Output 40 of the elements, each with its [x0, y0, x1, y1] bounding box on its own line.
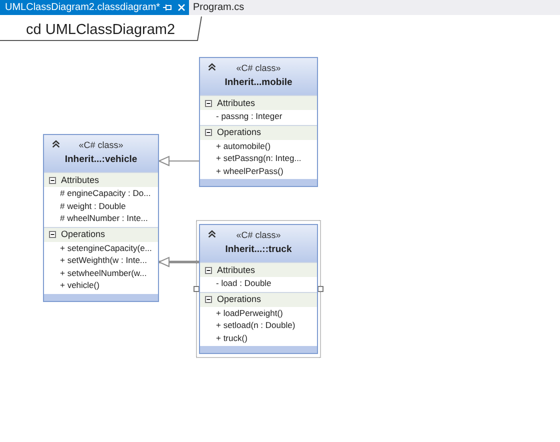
class-name: Inherit...mobile — [224, 77, 292, 89]
operation-text: + wheelPerPass() — [216, 166, 284, 177]
operation-text: + vehicle() — [60, 280, 100, 292]
operations-compartment — [200, 292, 317, 346]
attribute-text: - load : Double — [216, 278, 272, 290]
stereotype-text: «C# class» — [236, 63, 281, 74]
class-box — [199, 57, 318, 187]
inheritance-arrow — [158, 156, 200, 166]
operations-compartment — [200, 124, 317, 179]
operation-text: + setWeighth(w : Inte... — [60, 255, 148, 266]
inheritance-arrow — [158, 257, 199, 267]
operation-text: + setPassng(n: Integ... — [216, 153, 302, 164]
stereotype-text: «C# class» — [236, 230, 281, 241]
active-tab: UMLClassDiagram2.classdiagram* — [0, 0, 189, 15]
diagram-title: cd UMLClassDiagram2 — [26, 22, 176, 39]
class-name: Inherit...:vehicle — [64, 154, 138, 166]
attribute-text: # engineCapacity : Do... — [60, 188, 151, 200]
compartment-title: Attributes — [217, 264, 256, 276]
operation-text: + setwheelNumber(w... — [60, 268, 147, 279]
operation-text: + loadPerweight() — [216, 308, 283, 319]
compartment-title: Operations — [217, 294, 262, 305]
attribute-text: # wheelNumber : Inte... — [60, 213, 148, 224]
class-box — [43, 134, 159, 302]
attribute-text: # weight : Double — [60, 200, 126, 212]
compartment-title: Attributes — [61, 174, 100, 186]
operation-text: + truck() — [216, 332, 248, 344]
operation-text: + setengineCapacity(e... — [60, 242, 152, 254]
compartment-title: Attributes — [217, 98, 256, 108]
operations-compartment — [44, 226, 158, 294]
compartment-title: Operations — [217, 127, 262, 138]
compartment-title: Operations — [61, 229, 106, 240]
attributes-compartment — [200, 262, 317, 292]
attributes-compartment — [200, 95, 317, 124]
tab-title: Program.cs — [193, 1, 244, 15]
attributes-compartment — [44, 172, 158, 226]
operation-text: + automobile() — [216, 140, 271, 152]
attribute-text: - passng : Integer — [216, 111, 282, 122]
operation-text: + setload(n : Double) — [216, 320, 296, 332]
stereotype-text: «C# class» — [78, 140, 124, 151]
class-name: Inherit...::truck — [225, 244, 292, 256]
